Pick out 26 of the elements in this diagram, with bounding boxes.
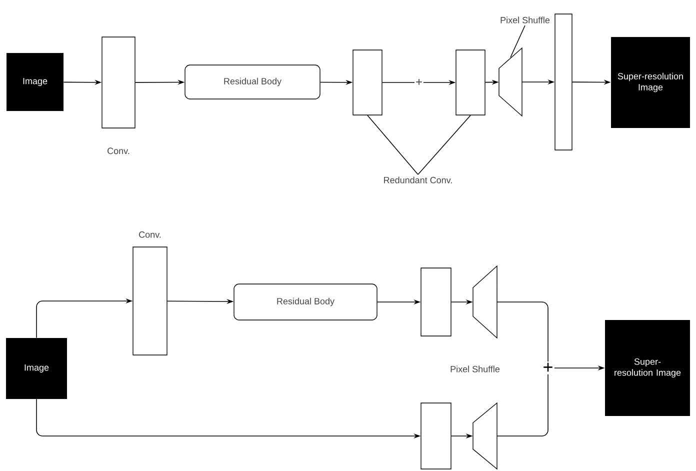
layer-caption: Conv. <box>108 148 130 154</box>
plus-sign: + <box>544 362 552 372</box>
output-image-box: Super-resolution Image <box>611 37 690 128</box>
pixel-shuffle-shape <box>498 47 522 117</box>
conv-layer <box>554 14 572 150</box>
shape-label: Pixel Shuffle <box>450 366 500 372</box>
conv-layer <box>352 50 382 116</box>
leader-label: Pixel Shuffle <box>500 16 550 24</box>
image-box: Image <box>6 53 64 111</box>
conv-layer <box>420 268 452 336</box>
conv-layer <box>102 36 136 128</box>
conv-layer <box>132 246 168 356</box>
image-box: Image <box>6 338 67 399</box>
edge-label: + <box>414 78 424 87</box>
leader-label: Redundant Conv. <box>384 176 452 184</box>
pixel-shuffle-shape <box>472 265 498 339</box>
conv-layer <box>420 402 452 470</box>
leader-line <box>418 114 471 175</box>
output-image-box: Super-resolution Image <box>605 320 690 416</box>
layer-caption: Conv. <box>139 231 161 238</box>
process-box: Residual Body <box>234 284 378 320</box>
leader-line <box>510 25 526 58</box>
pixel-shuffle-shape <box>472 402 498 470</box>
conv-layer <box>456 50 486 116</box>
process-box: Residual Body <box>184 64 320 100</box>
leader-line <box>367 114 418 175</box>
